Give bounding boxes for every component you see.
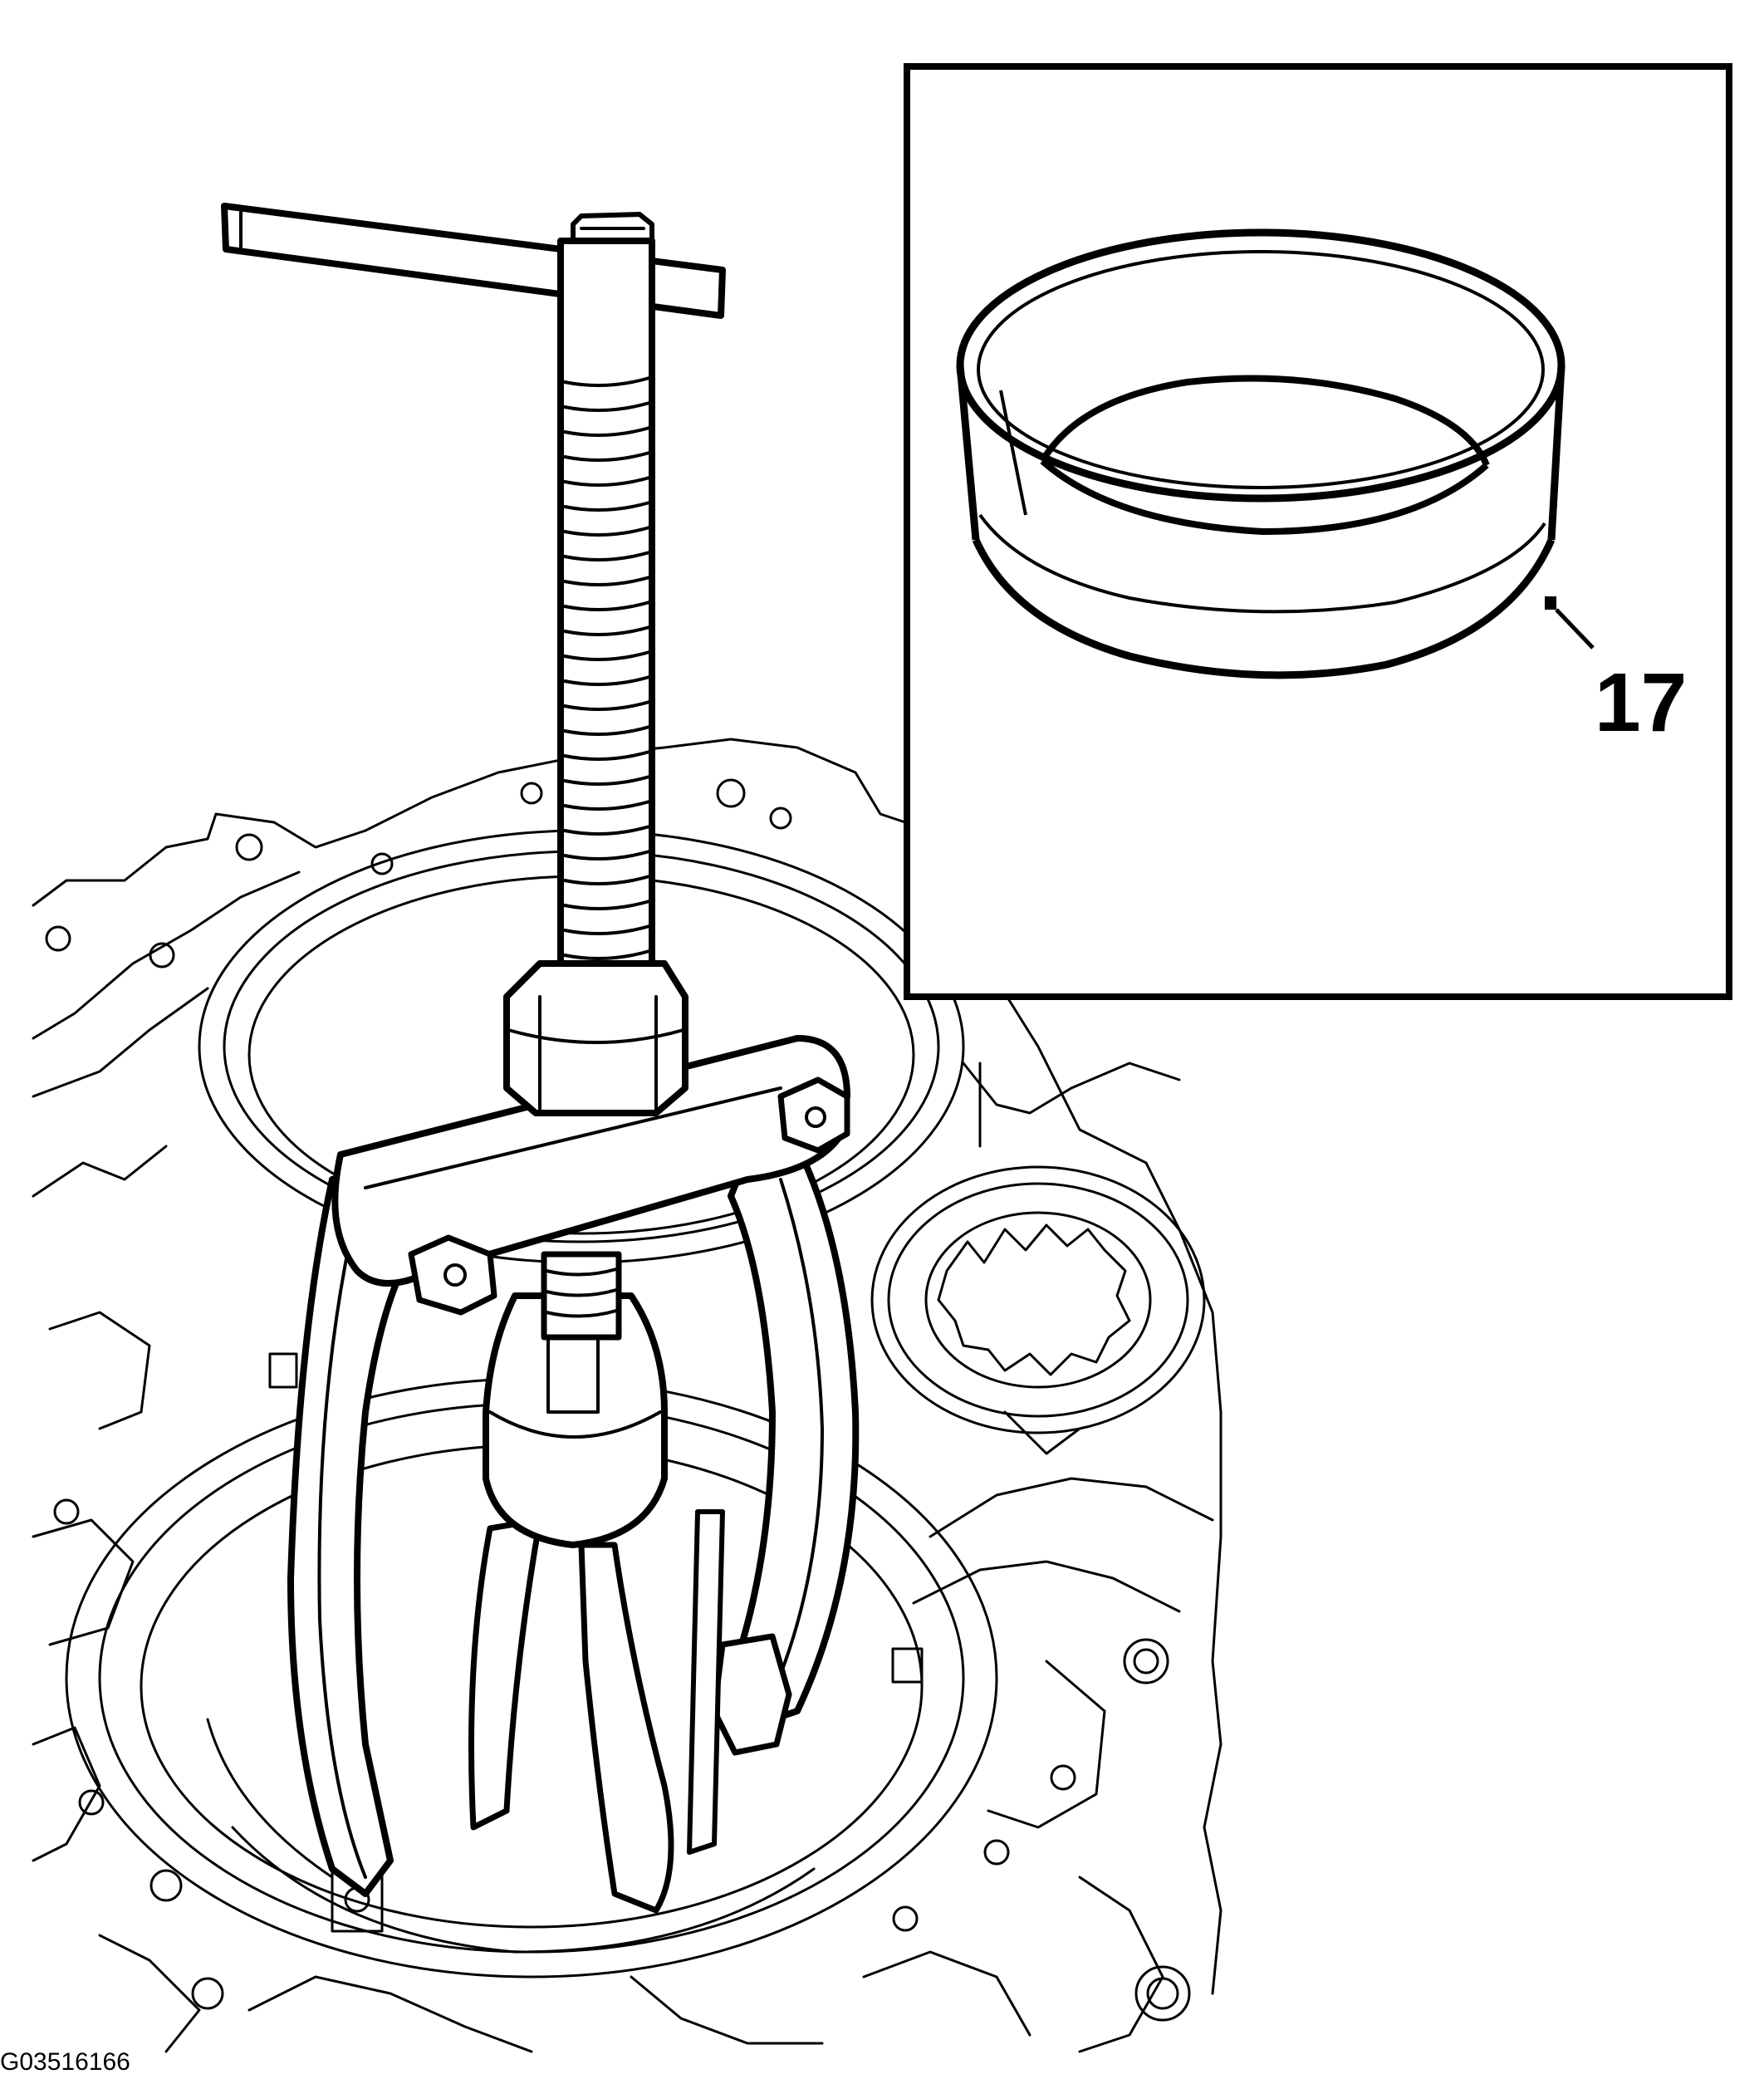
transmission-case bbox=[32, 738, 1223, 2053]
adapter-sleeve bbox=[483, 1292, 668, 1548]
puller-yoke bbox=[331, 1035, 850, 1287]
figure-code: G03516166 bbox=[0, 2048, 130, 2076]
callout-number: 17 bbox=[1595, 656, 1687, 749]
callout-leader bbox=[1545, 596, 1595, 650]
bearing-race-ring bbox=[956, 228, 1566, 679]
puller-tool bbox=[221, 203, 860, 1914]
screw-threads bbox=[563, 376, 651, 960]
puller-leg-right bbox=[728, 1143, 860, 1731]
detail-inset: 17 bbox=[904, 63, 1732, 1000]
yoke-hex-nut bbox=[503, 960, 688, 1116]
puller-leg-left bbox=[287, 1160, 419, 1897]
puller-leg-center bbox=[578, 1542, 674, 1914]
